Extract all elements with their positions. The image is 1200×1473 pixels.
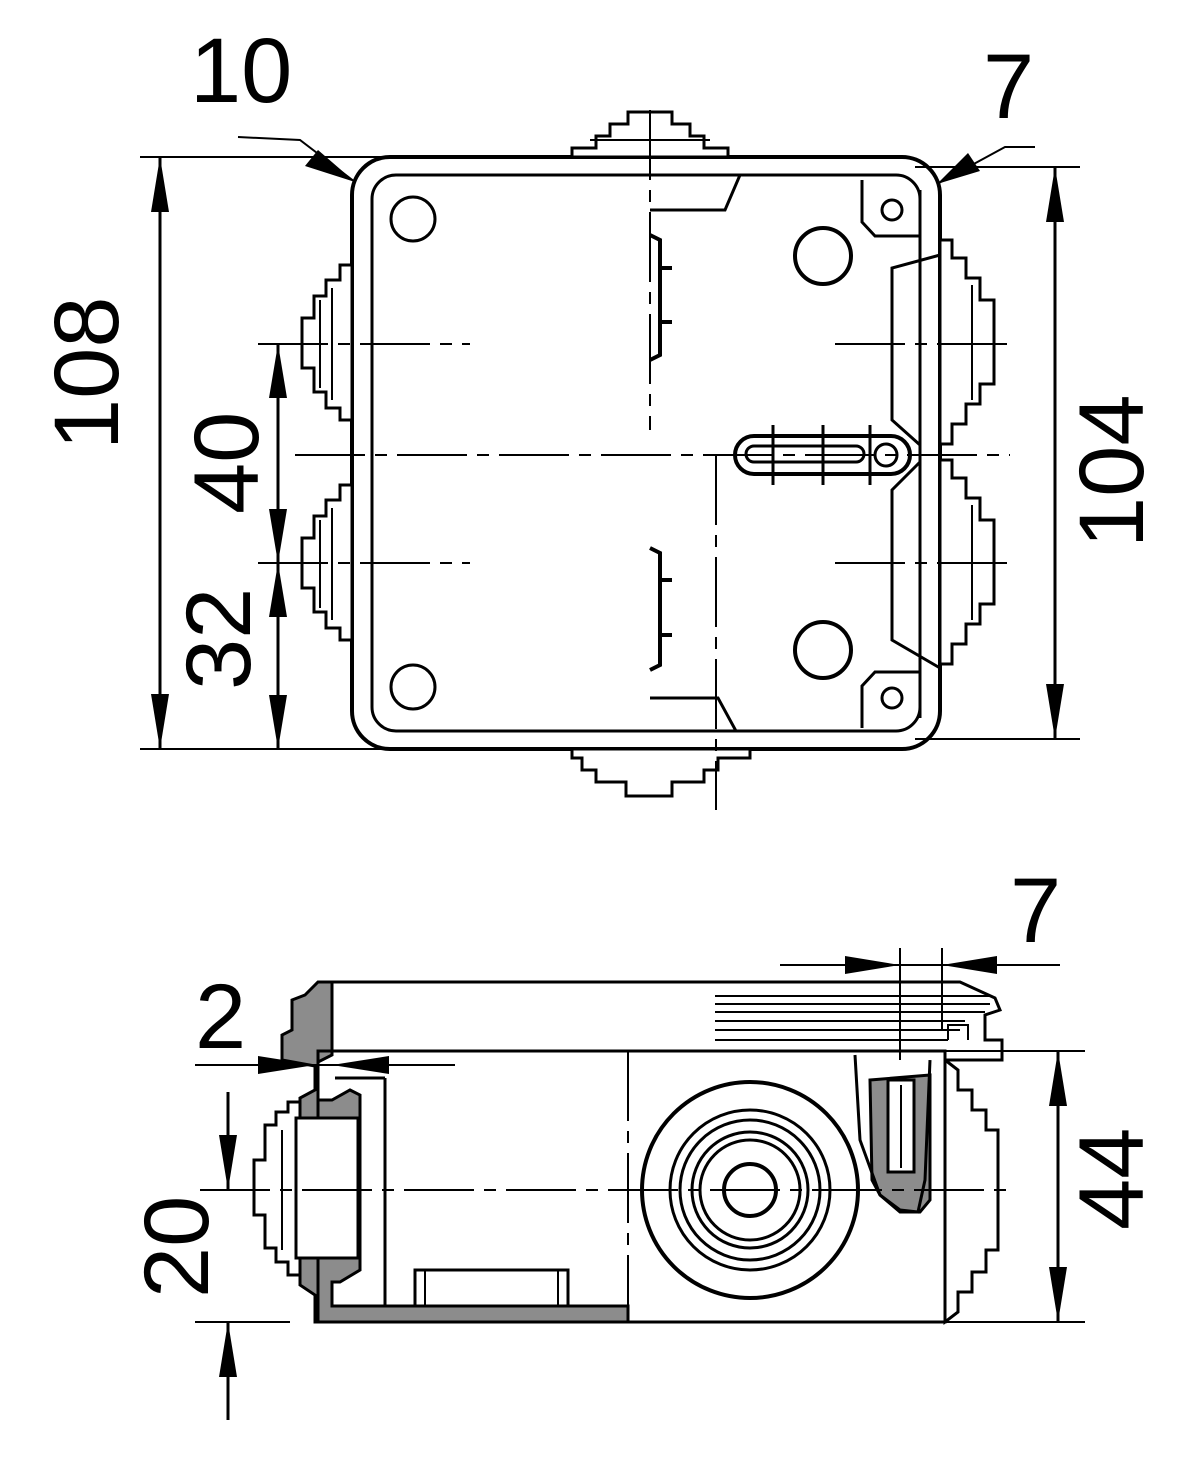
dim-label-2: 2 bbox=[195, 966, 246, 1068]
dim-label-32: 32 bbox=[168, 588, 270, 690]
dim-label-7-top: 7 bbox=[983, 36, 1034, 138]
bottom-cable-gland bbox=[570, 696, 752, 798]
top-view: 10 7 108 40 32 104 bbox=[36, 20, 1163, 810]
top-cable-gland bbox=[570, 110, 743, 212]
dim-label-10: 10 bbox=[190, 20, 292, 122]
hinge-clip-lower bbox=[649, 546, 672, 672]
box-inner-outline bbox=[370, 173, 922, 733]
side-left-cable-gland bbox=[252, 1100, 360, 1277]
side-view: 2 7 20 44 bbox=[126, 860, 1163, 1420]
dim-label-20: 20 bbox=[126, 1196, 228, 1298]
right-upper-cable-gland bbox=[890, 238, 996, 447]
dim-label-40: 40 bbox=[176, 412, 278, 514]
corner-hole-top-left bbox=[389, 195, 437, 243]
screw-hole-top-right bbox=[793, 226, 853, 286]
screw-hole-bottom-right bbox=[793, 620, 853, 680]
dim-label-7-side: 7 bbox=[1010, 860, 1061, 962]
left-upper-cable-gland bbox=[300, 263, 354, 422]
dim-label-44: 44 bbox=[1061, 1128, 1163, 1230]
dim-label-108: 108 bbox=[36, 297, 138, 451]
corner-hole-bottom-left bbox=[389, 663, 437, 711]
box-outer-outline bbox=[350, 155, 942, 751]
body-outline bbox=[316, 1049, 947, 1324]
dim-label-104: 104 bbox=[1061, 395, 1163, 549]
lug-bottom-right bbox=[860, 670, 922, 728]
lug-top-right bbox=[860, 180, 922, 238]
hinge-clip-upper bbox=[649, 233, 672, 362]
